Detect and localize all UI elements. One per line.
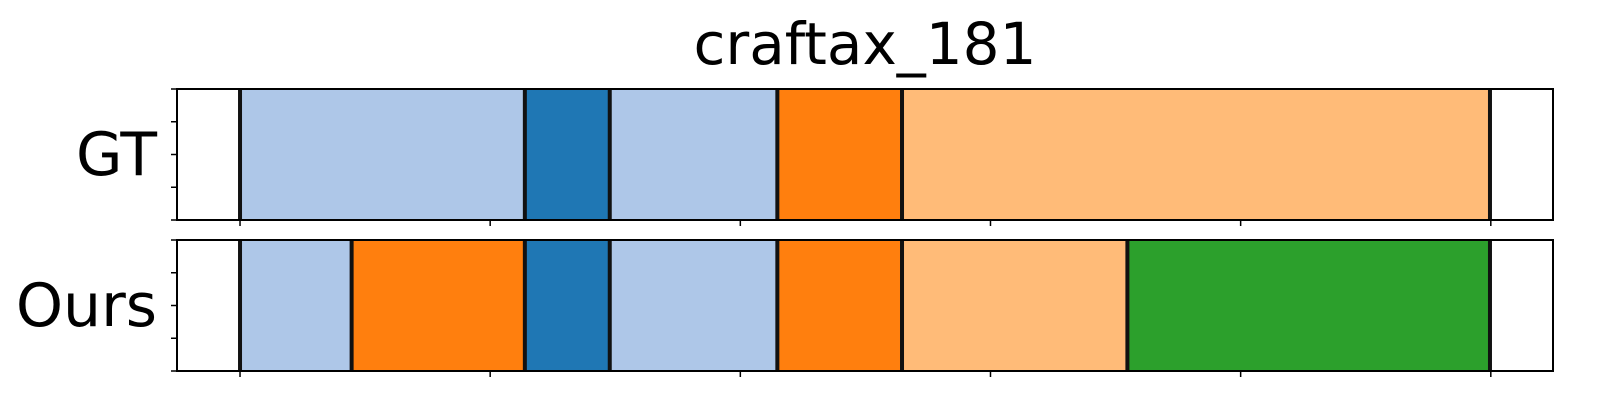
segment-ours-1 xyxy=(351,240,525,371)
segment-gt-4 xyxy=(902,89,1490,220)
segment-ours-3 xyxy=(609,240,778,371)
segment-ours-2 xyxy=(524,240,610,371)
row-label-gt: GT xyxy=(76,120,157,190)
segment-gt-0 xyxy=(240,89,525,220)
segment-gt-1 xyxy=(524,89,610,220)
segment-ours-0 xyxy=(240,240,352,371)
segment-gt-3 xyxy=(777,89,903,220)
segment-ours-4 xyxy=(777,240,903,371)
row-gt: GT xyxy=(76,88,1554,226)
segment-gt-2 xyxy=(609,89,778,220)
chart-title: craftax_181 xyxy=(694,10,1037,78)
row-ours: Ours xyxy=(16,239,1554,377)
segment-ours-5 xyxy=(902,240,1128,371)
row-label-ours: Ours xyxy=(16,271,157,341)
segment-ours-6 xyxy=(1127,240,1490,371)
